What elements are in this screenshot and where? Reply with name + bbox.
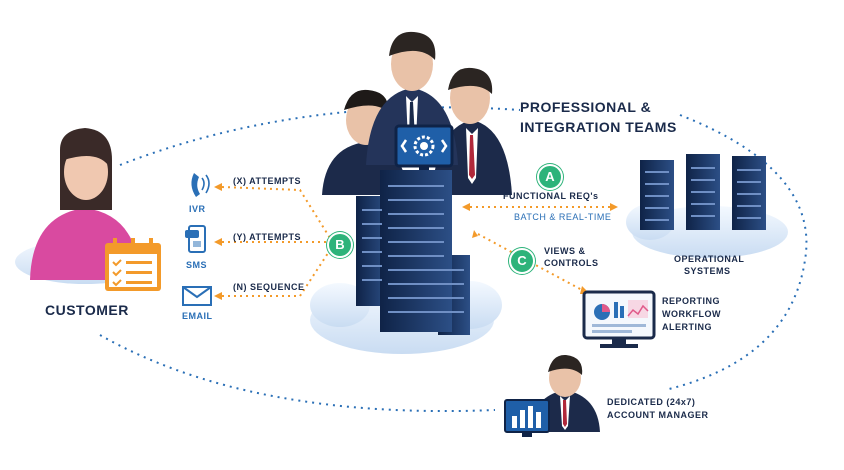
monitor-gear-icon <box>394 124 454 172</box>
arrow-head-x <box>214 183 222 191</box>
operational-line2: SYSTEMS <box>684 266 731 276</box>
edge-label-x: (X) ATTEMPTS <box>233 176 301 186</box>
arrow-head-y <box>214 238 222 246</box>
server-racks-operational <box>640 154 766 230</box>
edge-label-n: (N) SEQUENCE <box>233 282 305 292</box>
badge-c: C <box>509 248 535 274</box>
reporting-line3: ALERTING <box>662 322 712 332</box>
link-c-line1: VIEWS & <box>544 246 586 256</box>
phone-icon <box>191 173 210 197</box>
operational-line1: OPERATIONAL <box>674 254 745 264</box>
connector-a <box>462 203 618 211</box>
reporting-monitor-icon <box>582 290 656 348</box>
server-racks-center <box>356 170 470 335</box>
channel-connectors <box>221 186 331 297</box>
badge-b: B <box>327 232 353 258</box>
bar-chart-monitor-icon <box>504 399 550 437</box>
reporting-line1: REPORTING <box>662 296 721 306</box>
customer-label: CUSTOMER <box>45 302 129 318</box>
badge-a: A <box>537 164 563 190</box>
manager-line1: DEDICATED (24x7) <box>607 397 696 407</box>
reporting-line2: WORKFLOW <box>662 309 721 319</box>
calendar-checklist-icon <box>105 238 161 291</box>
mobile-sms-icon <box>185 225 206 253</box>
outer-dotted-ellipse <box>99 106 808 413</box>
title-line2: INTEGRATION TEAMS <box>520 119 677 135</box>
link-a-line2: BATCH & REAL-TIME <box>514 212 612 222</box>
title-line1: PROFESSIONAL & <box>520 99 652 115</box>
link-a-line1: FUNCTIONAL REQ's <box>503 191 599 201</box>
edge-label-y: (Y) ATTEMPTS <box>233 232 301 242</box>
arrow-head-n <box>214 292 222 300</box>
envelope-icon <box>182 286 212 306</box>
channel-email-label: EMAIL <box>182 311 213 321</box>
manager-line2: ACCOUNT MANAGER <box>607 410 709 420</box>
channel-sms-label: SMS <box>186 260 208 270</box>
link-c-line2: CONTROLS <box>544 258 599 268</box>
channel-ivr-label: IVR <box>189 204 206 214</box>
